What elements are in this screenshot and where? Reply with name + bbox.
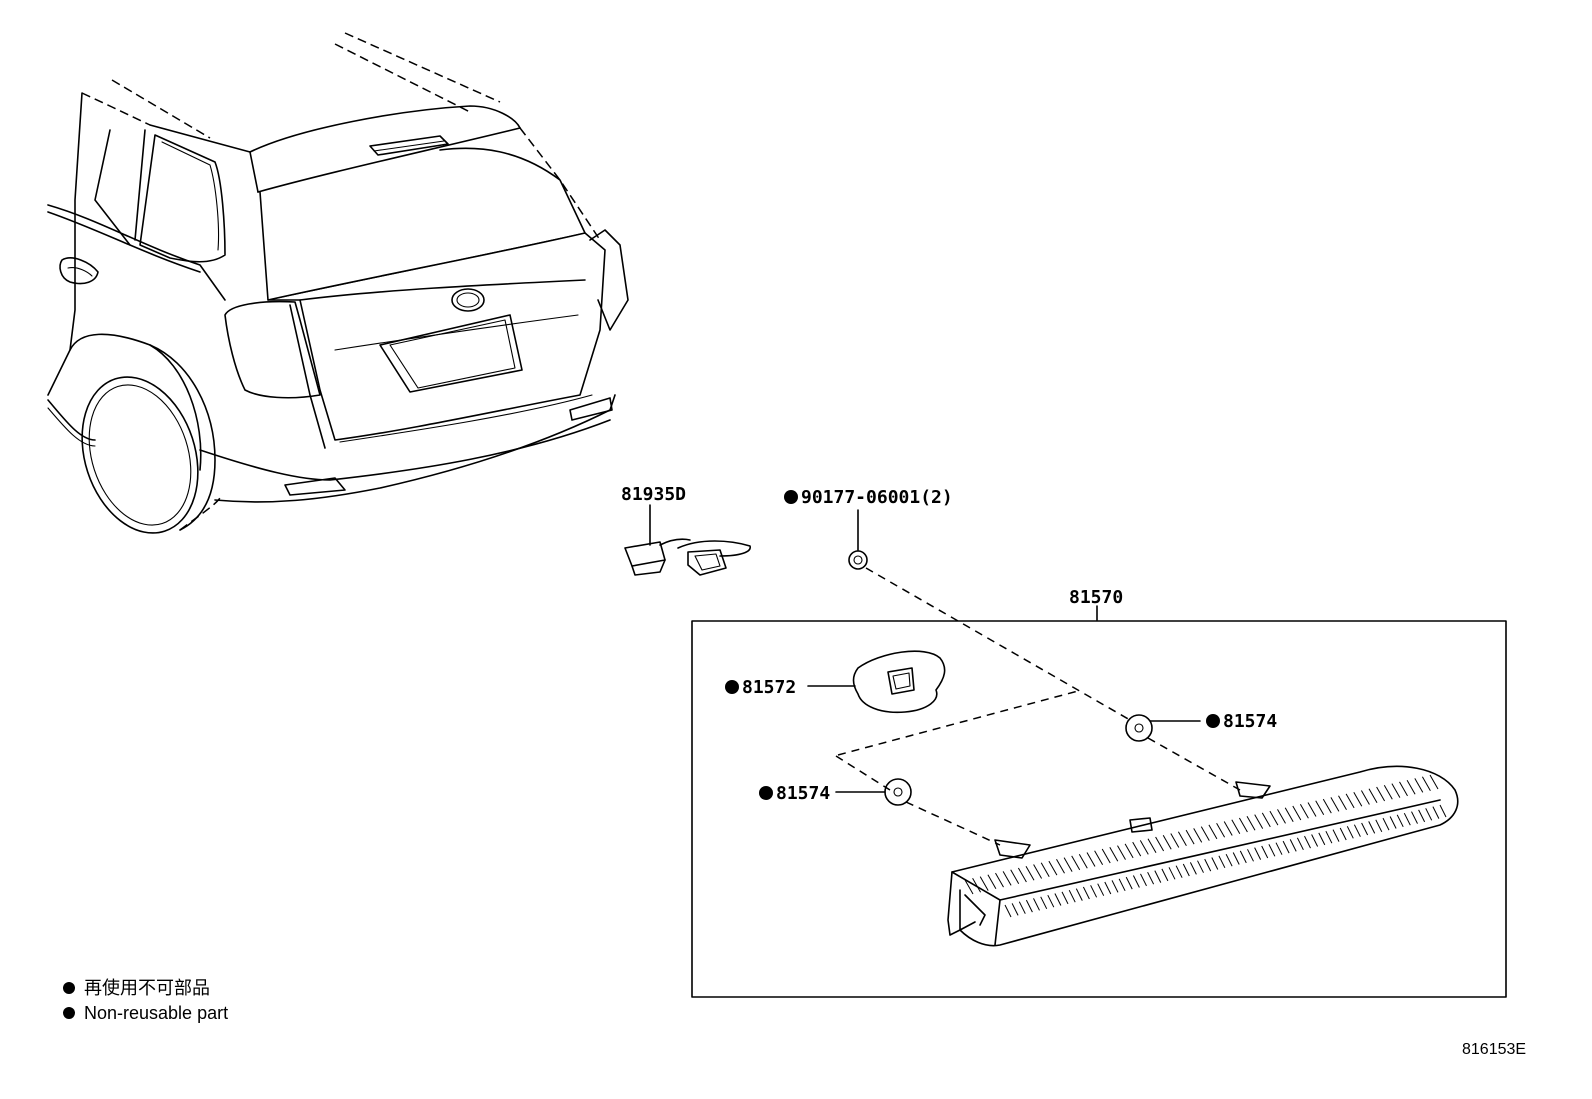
gasket-guide-line [837, 690, 1079, 756]
non-reusable-marker-gasket [725, 680, 739, 694]
stop-lamp-body [947, 765, 1459, 947]
lens-ribs [964, 774, 1447, 918]
non-reusable-marker-screw [784, 490, 798, 504]
bulb-socket-part [624, 504, 751, 576]
legend-english: Non-reusable part [84, 1003, 228, 1023]
label-bulb-connector: 81935D [621, 484, 686, 505]
label-grommet-right: 81574 [1223, 711, 1277, 732]
non-reusable-marker-grommet-left [759, 786, 773, 800]
label-grommet-left: 81574 [776, 783, 830, 804]
lamp-assembly-box [691, 605, 1507, 998]
vehicle-rear-illustration [47, 32, 629, 534]
legend-marker-english [63, 1007, 75, 1019]
grommet-right-part [1125, 714, 1241, 791]
grommet-left-part [835, 755, 1001, 846]
non-reusable-marker-grommet-right [1206, 714, 1220, 728]
label-lamp-assembly: 81570 [1069, 587, 1123, 608]
legend-japanese: 再使用不可部品 [84, 978, 210, 998]
diagram-code: 816153E [1462, 1041, 1526, 1058]
screw-part [848, 509, 1131, 721]
label-screw: 90177-06001(2) [801, 487, 953, 508]
label-gasket: 81572 [742, 677, 796, 698]
gasket-part [807, 650, 946, 714]
legend-marker-japanese [63, 982, 75, 994]
legend: 再使用不可部品 Non-reusable part [63, 978, 228, 1023]
